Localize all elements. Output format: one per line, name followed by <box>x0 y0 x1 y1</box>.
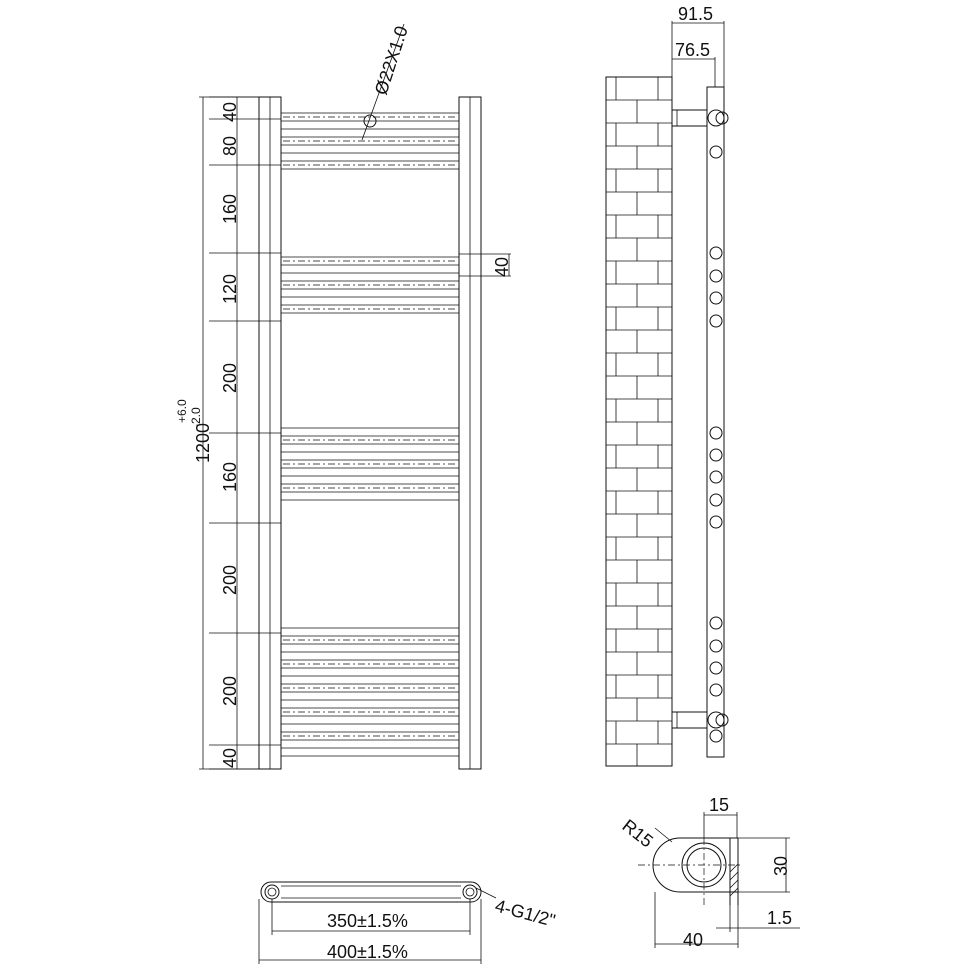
depth-label: 40 <box>683 930 703 950</box>
overall-depth-label: 91.5 <box>678 4 713 24</box>
bottom-view: 4-G1/2" 350±1.5% 400±1.5% <box>258 881 558 964</box>
top-valve-left <box>707 109 725 127</box>
top-wall-bracket <box>671 109 708 127</box>
tolerance-plus-label: +6.0 <box>175 399 189 423</box>
side-view: 91.5 76.5 <box>605 4 729 767</box>
segment-label-4: 120 <box>220 274 240 304</box>
bottom-rail-outline <box>260 881 482 903</box>
bar-end-circle <box>709 145 723 159</box>
pipe-spec-label: Ø22X1.0 <box>371 23 412 97</box>
segment-label-9: 40 <box>220 748 240 768</box>
top-valve-right <box>715 111 729 125</box>
bottom-valve-left <box>707 711 725 729</box>
bracket-profile <box>652 837 738 893</box>
bar-end-circle <box>709 639 723 653</box>
segment-label-2: 80 <box>220 136 240 156</box>
bar-end-circle <box>709 448 723 462</box>
bar-end-circle <box>709 470 723 484</box>
segment-label-3: 160 <box>220 194 240 224</box>
front-view: Ø22X1.0 1200 +6.0 -2.0 40 80 160 120 200… <box>175 23 512 770</box>
side-bar-ends <box>709 145 723 743</box>
segment-label-1: 40 <box>220 102 240 122</box>
right-inlet-circle <box>462 884 478 900</box>
width-label: 15 <box>709 795 729 815</box>
radius-label: R15 <box>619 815 657 851</box>
pipe-section-circle <box>363 114 377 128</box>
bottom-wall-bracket <box>671 711 708 729</box>
horizontal-bars <box>281 112 459 757</box>
bar-end-circle <box>709 426 723 440</box>
bar-end-circle <box>709 616 723 630</box>
thickness-label: 1.5 <box>767 908 792 928</box>
bar-end-circle <box>709 291 723 305</box>
bracket-detail: R15 15 30 1.5 40 <box>619 795 800 950</box>
segment-label-7: 200 <box>220 565 240 595</box>
side-vertical-pipe <box>706 86 725 758</box>
segment-label-8: 200 <box>220 676 240 706</box>
bar-end-circle <box>709 683 723 697</box>
brick-pattern <box>606 77 672 766</box>
bottom-valve-right <box>715 713 729 727</box>
bar-spacing-label: 40 <box>492 257 512 277</box>
bracket-hatch <box>729 863 739 897</box>
segment-label-6: 160 <box>220 462 240 492</box>
bar-end-circle <box>709 729 723 743</box>
segment-label-5: 200 <box>220 363 240 393</box>
tolerance-minus-label: -2.0 <box>189 407 203 428</box>
bar-end-circle <box>709 661 723 675</box>
overall-width-label: 400±1.5% <box>327 942 408 962</box>
connection-spec-label: 4-G1/2" <box>493 896 558 931</box>
bar-end-circle <box>709 269 723 283</box>
segment-ticks <box>209 96 281 770</box>
bar-end-circle <box>709 493 723 507</box>
total-height-label: 1200 <box>193 423 213 463</box>
bar-end-circle <box>709 515 723 529</box>
height-label: 30 <box>771 856 791 876</box>
brick-wall <box>605 76 673 767</box>
centers-label: 350±1.5% <box>327 911 408 931</box>
left-inlet-circle <box>264 884 280 900</box>
bar-end-circle <box>709 314 723 328</box>
pipe-offset-label: 76.5 <box>675 40 710 60</box>
bar-end-circle <box>709 246 723 260</box>
